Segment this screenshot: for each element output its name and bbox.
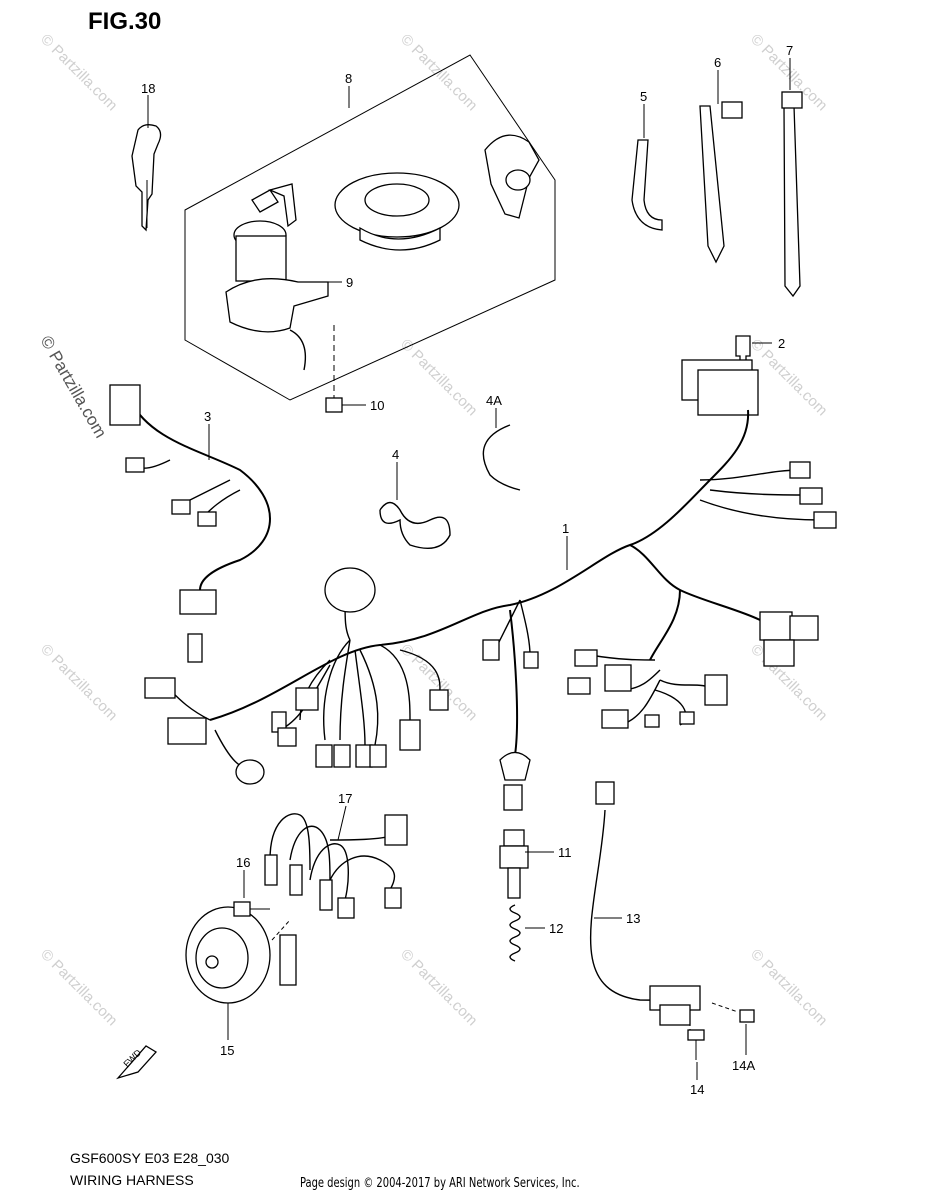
bolt-10-part bbox=[325, 325, 343, 413]
callout-17: 17 bbox=[338, 791, 352, 806]
callout-3: 3 bbox=[204, 409, 211, 424]
lock-set-outline bbox=[184, 54, 556, 401]
horn-15-part bbox=[185, 901, 297, 1004]
callout-5: 5 bbox=[640, 89, 647, 104]
watermark-main: © Partzilla.com bbox=[37, 333, 111, 442]
watermark: © Partzilla.com bbox=[747, 336, 830, 419]
plug-harness-17 bbox=[264, 813, 408, 919]
cable-tie-7-part bbox=[781, 91, 803, 298]
watermark: © Partzilla.com bbox=[397, 336, 480, 419]
callout-13: 13 bbox=[626, 911, 640, 926]
callout-7: 7 bbox=[786, 43, 793, 58]
callout-15: 15 bbox=[220, 1043, 234, 1058]
sub-harness-3 bbox=[109, 384, 271, 615]
relay-block-part bbox=[681, 359, 759, 416]
figure-title: FIG.30 bbox=[88, 8, 162, 35]
ignition-switch-part bbox=[225, 183, 329, 371]
callout-numbers: 18 8 9 10 5 6 7 2 3 4A 4 1 11 12 13 17 1… bbox=[141, 43, 793, 1097]
callout-10: 10 bbox=[370, 398, 384, 413]
cable-tie-6-part bbox=[699, 101, 743, 264]
watermark: © Partzilla.com bbox=[397, 946, 480, 1029]
callout-4: 4 bbox=[392, 447, 399, 462]
fuel-cap-part bbox=[334, 172, 460, 251]
callout-16: 16 bbox=[236, 855, 250, 870]
watermark: © Partzilla.com bbox=[37, 31, 120, 114]
callout-12: 12 bbox=[549, 921, 563, 936]
callout-4a: 4A bbox=[486, 393, 502, 408]
watermark: © Partzilla.com bbox=[37, 946, 120, 1029]
callout-14a: 14A bbox=[732, 1058, 755, 1073]
callout-2: 2 bbox=[778, 336, 785, 351]
callout-14: 14 bbox=[690, 1082, 704, 1097]
leader-lines bbox=[147, 58, 791, 1080]
screws-14 bbox=[687, 1009, 755, 1060]
watermark: © Partzilla.com bbox=[397, 31, 480, 114]
clip-4a-part bbox=[482, 424, 521, 491]
switch-11-part bbox=[499, 829, 529, 899]
callout-11: 11 bbox=[558, 845, 572, 860]
spring-12-part bbox=[509, 904, 521, 962]
clamp-5-part bbox=[631, 139, 663, 231]
callout-6: 6 bbox=[714, 55, 721, 70]
copyright-notice: Page design © 2004-2017 by ARI Network S… bbox=[300, 1176, 580, 1191]
watermark: © Partzilla.com bbox=[37, 641, 120, 724]
seat-lock-part bbox=[484, 134, 540, 219]
callout-18: 18 bbox=[141, 81, 155, 96]
callout-9: 9 bbox=[346, 275, 353, 290]
callout-1: 1 bbox=[562, 521, 569, 536]
spring-clip-4-part bbox=[379, 501, 451, 549]
callout-8: 8 bbox=[345, 71, 352, 86]
model-code: GSF600SY E03 E28_030 bbox=[70, 1150, 230, 1166]
cable-13-part bbox=[589, 809, 701, 1026]
main-wire-harness bbox=[169, 409, 821, 771]
harness-connectors bbox=[144, 461, 837, 811]
watermark: © Partzilla.com bbox=[747, 946, 830, 1029]
forward-direction-arrow: FWD bbox=[116, 1045, 158, 1080]
section-name: WIRING HARNESS bbox=[70, 1172, 194, 1188]
key-part bbox=[131, 124, 162, 232]
